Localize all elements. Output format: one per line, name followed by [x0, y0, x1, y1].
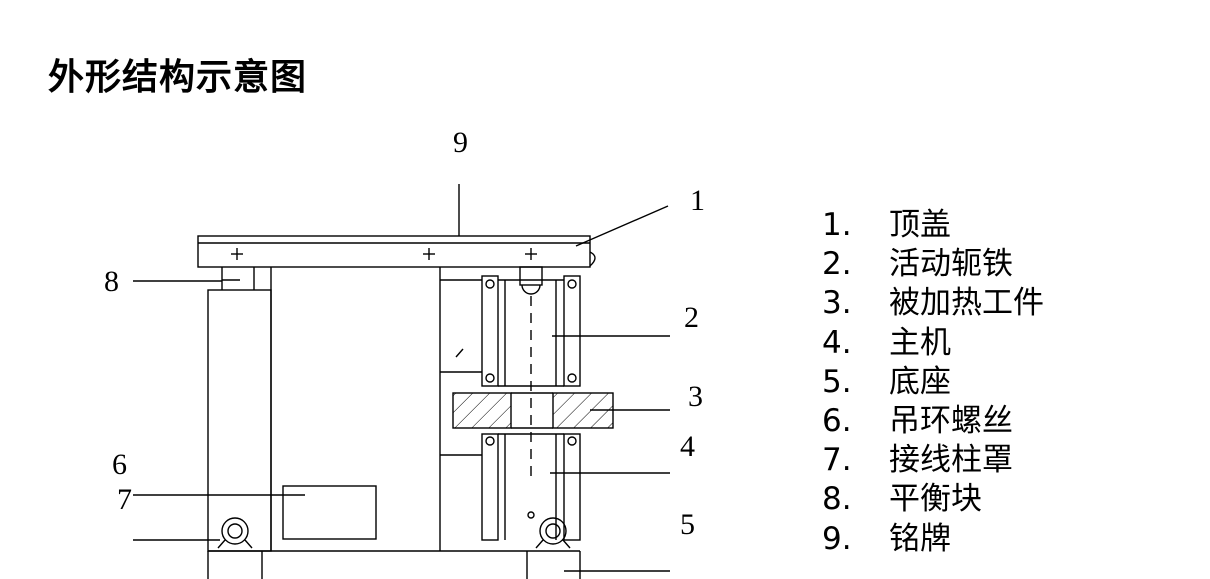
legend-item: 6. 吊环螺丝: [822, 402, 1044, 441]
callout-1: 1: [690, 184, 705, 217]
lower-pole: [481, 433, 581, 541]
legend-number: 1.: [822, 207, 852, 243]
callout-5: 5: [680, 508, 695, 541]
callout-3: 3: [688, 380, 703, 413]
top-cover: [197, 235, 596, 268]
callout-4: 4: [680, 430, 695, 463]
legend-label: 底座: [889, 363, 951, 400]
legend-item: 2. 活动轭铁: [822, 245, 1044, 284]
callout-6: 6: [112, 448, 127, 481]
eye-bolt-right: [535, 517, 571, 549]
legend-item: 5. 底座: [822, 363, 1044, 402]
legend-item: 4. 主机: [822, 324, 1044, 363]
legend-item: 3. 被加热工件: [822, 284, 1044, 323]
callout-7: 7: [117, 483, 132, 516]
callout-9: 9: [453, 126, 468, 159]
balance-block: [207, 267, 272, 552]
legend-number: 4.: [822, 324, 852, 361]
legend-number: 2.: [822, 246, 852, 283]
legend-number: 8.: [822, 481, 852, 518]
legend-item: 7. 接线柱罩: [822, 441, 1044, 480]
base: [207, 550, 581, 579]
legend-label: 活动轭铁: [889, 246, 1013, 283]
page-title: 外形结构示意图: [48, 57, 308, 98]
legend-list: 1. 顶盖 2. 活动轭铁 3. 被加热工件 4. 主机 5. 底座 6. 吊环螺丝 7. 接…: [822, 206, 1044, 559]
leader-lines: [133, 205, 670, 572]
legend-label: 被加热工件: [889, 285, 1044, 322]
legend-number: 5.: [822, 363, 852, 400]
legend-label: 平衡块: [889, 481, 982, 518]
legend-number: 3.: [822, 285, 852, 322]
legend-number: 7.: [822, 442, 852, 479]
callout-2: 2: [684, 301, 699, 334]
legend-number: 9.: [822, 520, 852, 557]
legend-item: 9. 铭牌: [822, 520, 1044, 559]
legend-item: 8. 平衡块: [822, 480, 1044, 519]
callout-8: 8: [104, 265, 119, 298]
heated-workpiece: [452, 392, 614, 429]
legend-label: 接线柱罩: [889, 442, 1013, 479]
legend-label: 顶盖: [889, 207, 951, 243]
eye-bolt-left: [217, 517, 253, 549]
legend-label: 主机: [889, 324, 951, 361]
legend-label: 铭牌: [889, 520, 951, 557]
legend-label: 吊环螺丝: [889, 402, 1013, 439]
legend-number: 6.: [822, 402, 852, 439]
main-body: [270, 267, 482, 551]
legend-item: 1. 顶盖: [822, 206, 1044, 245]
